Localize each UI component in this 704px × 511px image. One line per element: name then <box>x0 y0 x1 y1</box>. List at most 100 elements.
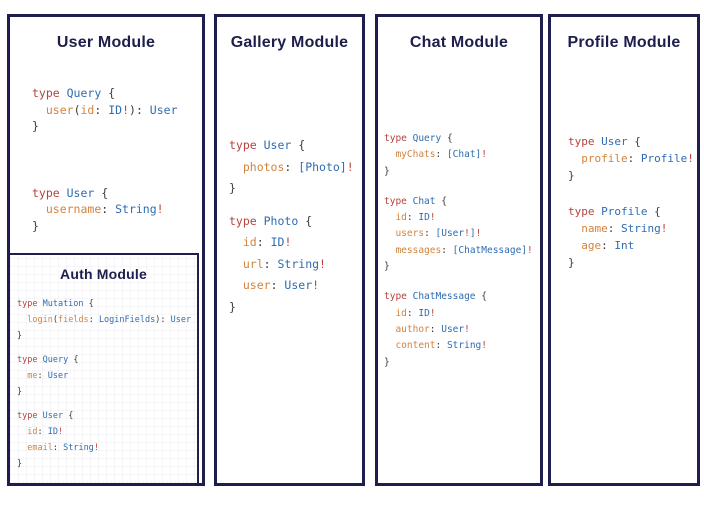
code-block: type Query { myChats: [Chat]!} <box>384 131 533 180</box>
code-line: login(fields: LoginFields): User <box>17 312 191 328</box>
user-module-code: type Query { user(id: ID!): User}type Us… <box>32 85 178 284</box>
code-token: Int <box>614 239 635 252</box>
code-token: ! <box>527 244 533 256</box>
code-token: { <box>481 291 487 303</box>
code-token <box>384 149 395 160</box>
code-token: : <box>52 443 64 453</box>
code-token: id <box>27 427 38 437</box>
code-line: type Chat { <box>384 194 533 210</box>
code-token: ! <box>475 228 482 240</box>
auth-module-panel: Auth Module type Mutation { login(fields… <box>8 253 199 485</box>
code-token: String <box>277 256 320 271</box>
code-token: User <box>263 138 299 152</box>
code-line: } <box>568 254 694 271</box>
code-line: } <box>17 328 191 344</box>
code-token: Profile <box>640 152 688 165</box>
code-block: type Photo { id: ID! url: String! user: … <box>229 211 354 319</box>
code-token: } <box>17 459 23 469</box>
gallery-module-code: type User { photos: [Photo]!} type Photo … <box>229 135 354 329</box>
code-token: ] <box>469 228 476 240</box>
code-token: } <box>384 356 390 368</box>
code-line: messages: [ChatMessage]! <box>384 243 533 259</box>
code-token: { <box>108 86 116 100</box>
code-token: type <box>17 411 43 421</box>
code-token: : <box>435 149 447 161</box>
code-token: { <box>88 299 94 309</box>
code-token: [Chat] <box>446 149 482 161</box>
code-token: url <box>242 256 264 271</box>
code-line: } <box>17 384 191 400</box>
profile-module-code: type User { profile: Profile!} type Profi… <box>568 133 694 290</box>
code-line: me: User <box>17 368 191 384</box>
code-token <box>384 324 395 335</box>
code-line: type Photo { <box>229 211 354 233</box>
code-token: id <box>395 307 407 319</box>
code-token <box>384 340 395 351</box>
code-line: photos: [Photo]! <box>229 157 354 179</box>
code-block: type Query { user(id: ID!): User} <box>32 85 178 135</box>
code-line: users: [User!]! <box>384 226 533 242</box>
code-token: } <box>384 261 390 273</box>
code-line: type ChatMessage { <box>384 289 533 305</box>
code-token: [User <box>435 228 465 240</box>
code-token: email <box>27 443 53 453</box>
code-token: id <box>80 102 95 117</box>
code-token: id <box>395 212 407 224</box>
code-block: type User { photos: [Photo]!} <box>229 135 354 200</box>
code-line: type Query { <box>384 131 533 147</box>
gallery-module-panel: Gallery Module type User { photos: [Phot… <box>214 14 365 486</box>
code-token: ! <box>284 235 292 249</box>
code-token: } <box>384 165 390 177</box>
code-token: User <box>284 278 313 292</box>
code-token: } <box>568 169 575 182</box>
code-token: } <box>17 331 23 341</box>
code-token: user <box>242 278 271 292</box>
code-token: ): <box>129 102 150 117</box>
code-token: User <box>601 135 635 148</box>
code-token: : <box>406 307 419 319</box>
code-token: ! <box>687 152 694 165</box>
code-token: fields <box>57 315 89 325</box>
code-token <box>17 371 27 381</box>
code-token: age <box>581 239 602 252</box>
code-token: { <box>101 185 109 200</box>
code-token: ! <box>93 443 99 453</box>
code-token: messages <box>395 244 442 256</box>
code-token: : <box>94 102 109 117</box>
code-token: type <box>568 135 602 148</box>
chat-module-code: type Query { myChats: [Chat]!} type Chat … <box>384 131 533 385</box>
code-token: Profile <box>601 205 655 218</box>
chat-module-panel: Chat Module type Query { myChats: [Chat]… <box>375 14 543 486</box>
code-line: id: ID! <box>17 424 191 440</box>
code-token <box>17 427 27 437</box>
code-token: author <box>395 323 430 335</box>
code-token: type <box>384 133 413 144</box>
code-line: type Profile { <box>568 203 694 220</box>
code-token: ! <box>660 222 668 235</box>
code-line: content: String! <box>384 338 533 354</box>
code-token: User <box>66 185 102 200</box>
code-token: ! <box>122 102 130 117</box>
code-token: content <box>395 340 436 352</box>
user-module-title: User Module <box>56 34 156 51</box>
code-token: myChats <box>395 149 436 161</box>
code-token <box>229 278 243 292</box>
user-module-panel: User Module type Query { user(id: ID!): … <box>7 14 205 486</box>
code-line: name: String! <box>568 220 694 237</box>
code-line: profile: Profile! <box>568 150 694 167</box>
profile-module-title: Profile Module <box>567 34 681 51</box>
code-token: : <box>424 228 436 240</box>
code-line: id: ID! <box>384 306 533 322</box>
code-token: ): <box>155 315 171 325</box>
code-token <box>229 160 243 174</box>
code-token: : <box>256 235 271 249</box>
code-token: String <box>621 222 661 235</box>
code-token <box>17 443 27 453</box>
code-token: Query <box>412 133 447 144</box>
code-token: String <box>63 443 94 453</box>
code-line: type User { <box>568 133 694 150</box>
code-token: type <box>568 205 602 218</box>
code-token: Mutation <box>42 299 89 309</box>
code-token: LoginFields <box>98 315 156 325</box>
code-token: : <box>37 371 48 381</box>
